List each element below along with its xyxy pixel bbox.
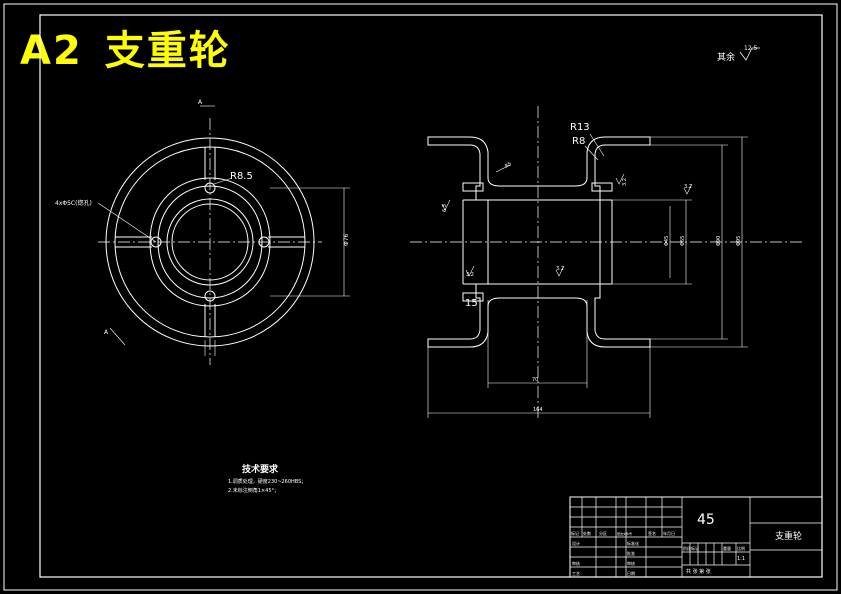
bore-inner-circle [171,203,249,281]
bore-outer-circle [166,198,254,286]
section-mark-bottom: A [104,329,109,336]
roughness-label-5: 3.2 [622,178,628,186]
tb-mid-label-4: 日期 [627,570,635,576]
tb-header-5: 签名 [648,530,656,536]
inner-border [39,14,823,578]
tb-scale-value: 1:1 [737,556,745,562]
roughness-left-face [441,199,451,211]
tech-req-item-2: 2.未标注倒角1×45°； [228,487,279,494]
roughness-symbol [739,47,760,61]
bolt-hole-right [258,236,270,248]
hub-flange-outline [149,177,271,307]
front-view [97,105,350,365]
roughness-label-3: 6.3 [442,204,448,212]
radius-label-front: R8.5 [230,171,253,182]
tb-row-label-design: 设计 [572,540,580,546]
tb-header-1: 标记 [571,530,579,536]
roughness-bore [555,265,565,277]
roughness-flange [615,173,625,185]
drawing-title: A2 支重轮 [20,18,231,76]
tb-stage-label: 阶段标记 [683,545,699,551]
hole-callout-leader [97,202,157,243]
bolt-hole-bottom [204,290,216,302]
outer-rim-circle [105,137,315,347]
surface-finish-note: 其余 12.5 [717,45,760,63]
width-label-164: 164 [533,407,543,413]
width-label-15: 15 [465,298,478,309]
bolt-hole-left [150,236,162,248]
radius-outer-label: R13 [570,122,590,133]
tb-row-label-process: 工艺 [572,571,580,576]
tb-mid-label-2: 批准 [627,550,635,556]
hole-callout-label: 4xΦ5C(锪孔) [55,199,92,207]
diameter-label-90: Φ90 [716,236,722,246]
material-label: 45 [697,512,715,528]
tb-scale-label: 比例 [737,545,745,551]
tb-header-3: 分区 [599,530,607,536]
section-view [410,106,802,420]
surface-finish-label: 其余 [717,51,735,63]
tb-weight-label: 重量 [723,545,731,551]
diameter-label-95: Φ95 [736,236,742,246]
surface-finish-value: 12.5 [744,45,758,52]
roughness-label-2: 3.2 [684,184,692,190]
tb-header-4: 更改文件号 [617,531,632,536]
diameter-label-front: Φ76 [343,233,350,246]
section-bolt-hole-left [462,182,484,192]
lower-wall-section [427,283,651,348]
title-block [569,496,823,578]
tech-req-heading: 技术要求 [242,463,279,475]
r13-leader [589,133,605,157]
diameter-label-45: Φ45 [664,236,670,246]
r5-leader [495,164,511,173]
tb-mid-label-3: 审核 [627,560,635,566]
outer-border [3,3,838,591]
tb-header-6: 年月日 [663,530,675,536]
section-arrow-bottom [109,327,126,346]
tb-header-2: 处数 [583,530,591,536]
width-label-70: 70 [532,377,538,383]
radius-inner-label: R8 [572,136,585,147]
fillet-note: R5 [504,161,513,170]
section-bolt-hole-right [591,182,613,192]
section-bolt-hole-left-bottom [462,292,484,302]
radius-leader [213,177,233,185]
part-title: 支重轮 [104,28,231,74]
tb-sheet-info: 共 张 第 张 [686,568,711,575]
roughness-label-4: 3.2 [466,272,474,278]
bolt-hole-top [204,182,216,194]
tech-req-item-1: 1.调质处理，硬度230~260HBS； [228,478,306,485]
r8-leader [584,145,599,161]
diameter-label-65: Φ65 [680,236,686,246]
roughness-right [683,183,693,195]
hub-flange-inner [157,185,263,299]
roughness-label-1: 3.2 [556,266,564,272]
section-mark-top: A [198,99,203,106]
tb-row-label-review: 审核 [572,560,580,566]
roughness-left-bore [465,265,475,277]
sheet-size: A2 [20,28,83,74]
upper-wall-section [427,136,651,201]
tb-mid-label-1: 标准化 [627,540,639,546]
inner-rim-circle [114,146,306,338]
title-block-part-name: 支重轮 [775,530,802,542]
